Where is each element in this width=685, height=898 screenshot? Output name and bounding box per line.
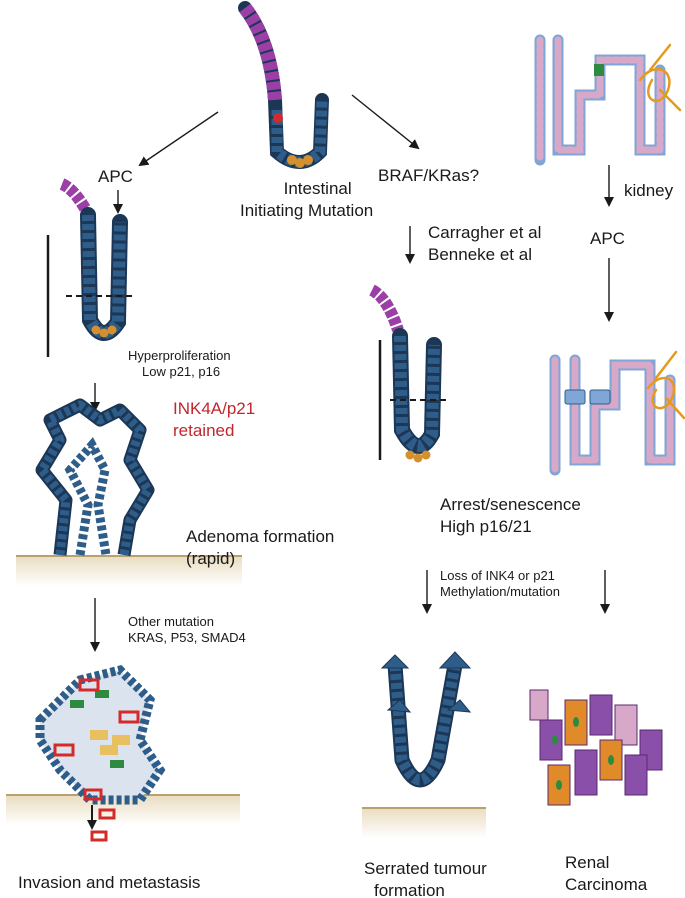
arrest-line-2: High p16/21 xyxy=(440,517,532,536)
braf-crypt-illustration xyxy=(368,284,448,463)
serrated-line-1: Serrated tumour xyxy=(364,859,487,878)
renal-line-1: Renal xyxy=(565,853,610,872)
kidney-label: kidney xyxy=(624,181,674,200)
arrow-to-apc-left xyxy=(138,111,219,167)
ink4a-line-2: retained xyxy=(173,421,235,440)
arrow-to-braf xyxy=(351,94,420,150)
arrest-senescence-label: Arrest/senescence High p16/21 xyxy=(440,494,581,538)
loss-line-1: Loss of INK4 or p21 xyxy=(440,568,555,583)
renal-carcinoma-illustration xyxy=(529,689,663,806)
loss-of-ink4-label: Loss of INK4 or p21 Methylation/mutation xyxy=(440,568,560,600)
adenoma-line-2: (rapid) xyxy=(186,549,236,568)
renal-line-2: Carcinoma xyxy=(565,875,648,894)
initiating-crypt-illustration xyxy=(238,1,329,169)
adenoma-illustration xyxy=(16,398,242,586)
invasion-metastasis-label: Invasion and metastasis xyxy=(18,873,201,892)
renal-carcinoma-label: Renal Carcinoma xyxy=(565,852,647,896)
invasion-illustration xyxy=(6,665,240,842)
other-mutation-label: Other mutation KRAS, P53, SMAD4 xyxy=(128,614,246,646)
reference-benneke: Benneke et al xyxy=(428,245,532,264)
hyperproliferation-line-2: Low p21, p16 xyxy=(142,364,221,379)
kidney-tubule-illustration xyxy=(534,34,682,166)
adenoma-formation-label: Adenoma formation (rapid) xyxy=(186,526,334,570)
kidney-apc-tubule-illustration xyxy=(549,350,685,476)
apc-right-label: APC xyxy=(590,229,625,248)
loss-line-2: Methylation/mutation xyxy=(440,584,560,599)
ink4a-retained-label: INK4A/p21 retained xyxy=(173,398,255,442)
braf-kras-label: BRAF/KRas? xyxy=(378,166,480,185)
hyperproliferation-line-1: Hyperproliferation xyxy=(128,348,231,363)
reference-carragher: Carragher et al xyxy=(428,223,542,242)
adenoma-line-1: Adenoma formation xyxy=(186,527,335,546)
initiating-label-line-2: Initiating Mutation xyxy=(240,201,374,220)
ink4a-line-1: INK4A/p21 xyxy=(173,399,256,418)
hyperproliferation-label: Hyperproliferation Low p21, p16 xyxy=(128,348,231,380)
initiating-label-line-1: Intestinal xyxy=(283,179,352,198)
apc-left-label: APC xyxy=(98,167,133,186)
serrated-tumour-label: Serrated tumour formation xyxy=(364,858,487,898)
arrest-line-1: Arrest/senescence xyxy=(440,495,581,514)
serrated-line-2: formation xyxy=(374,881,445,898)
references-label: Carragher et al Benneke et al xyxy=(428,222,541,266)
serrated-tumour-illustration xyxy=(362,651,486,838)
apc-crypt-illustration xyxy=(46,178,136,357)
other-mutation-line-1: Other mutation xyxy=(128,614,214,629)
initiating-mutation-label: Intestinal Initiating Mutation xyxy=(240,178,373,222)
flow-arrows xyxy=(90,94,614,652)
other-mutation-line-2: KRAS, P53, SMAD4 xyxy=(128,630,246,645)
